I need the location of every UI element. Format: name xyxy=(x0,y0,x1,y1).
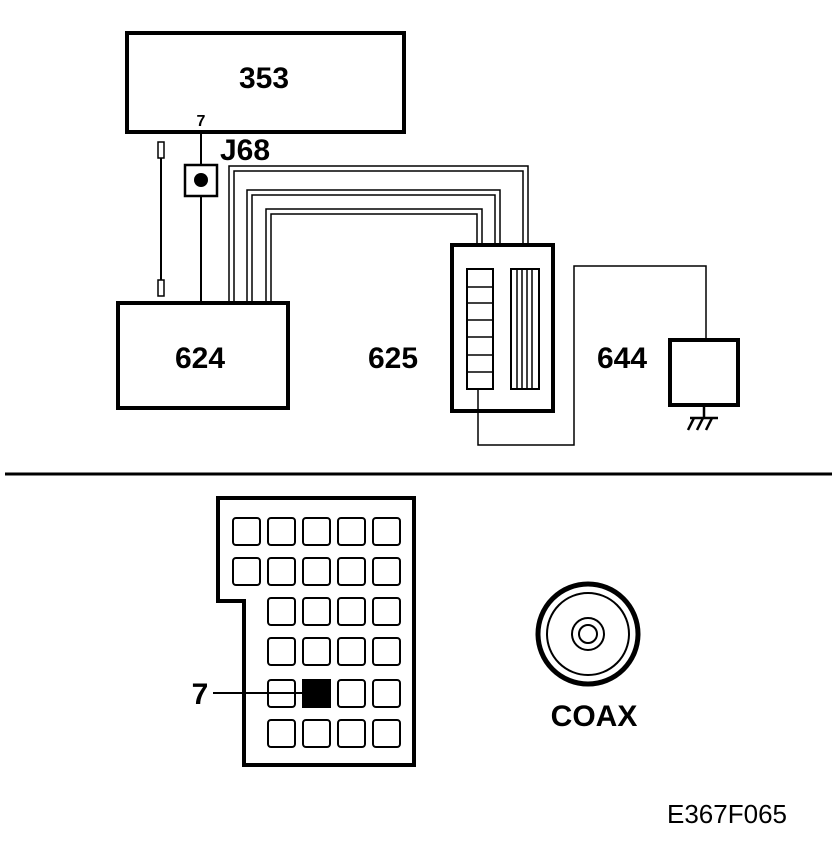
wire-625-644 xyxy=(477,265,707,446)
coax-connector-icon xyxy=(535,581,641,687)
unit-353-box xyxy=(125,31,406,134)
junction-j68 xyxy=(183,163,219,198)
wire-pin-label: 7 xyxy=(197,113,206,130)
ground-icon xyxy=(686,405,718,431)
unit-624-label: 624 xyxy=(175,342,225,375)
unit-353-label: 353 xyxy=(239,62,289,95)
pin-7-callout: 7 xyxy=(192,678,209,711)
unit-625-label: 625 xyxy=(368,342,418,375)
figure-id: E367F065 xyxy=(667,799,787,829)
unit-644-box xyxy=(668,338,740,407)
junction-j68-label: J68 xyxy=(220,134,270,167)
coax-label: COAX xyxy=(551,700,638,733)
cable-624-625 xyxy=(228,165,529,303)
unit-624-box xyxy=(116,301,290,410)
unit-625-box xyxy=(450,243,555,413)
shield-indicator xyxy=(157,141,165,297)
unit-644-label: 644 xyxy=(597,342,647,375)
connector-pins xyxy=(232,517,401,748)
connector-pin-7 xyxy=(302,679,331,708)
